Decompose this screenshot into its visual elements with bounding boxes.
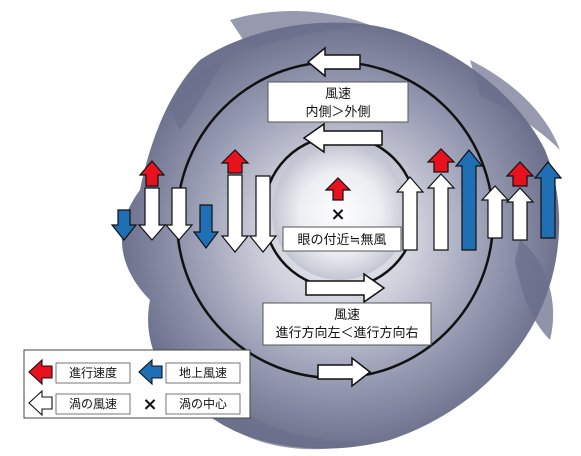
blue-arrow-icon bbox=[138, 358, 163, 386]
legend: 進行速度 地上風速 渦の風速 × 渦の中心 bbox=[23, 349, 251, 419]
white-arrow-left-4 bbox=[248, 175, 278, 253]
white-arrow-icon bbox=[28, 389, 53, 417]
red-arrow-left-2 bbox=[220, 149, 250, 174]
white-arrow-right-2 bbox=[426, 173, 456, 251]
blue-arrow-left-2 bbox=[192, 204, 220, 249]
vortex-arrow-top-outer bbox=[306, 46, 361, 78]
red-arrow-right-2 bbox=[505, 161, 535, 187]
svg-text:進行方向左＜進行方向右: 進行方向左＜進行方向右 bbox=[275, 325, 418, 341]
white-arrow-left-3 bbox=[220, 174, 250, 253]
white-arrow-right-1 bbox=[395, 176, 425, 251]
svg-text:風速: 風速 bbox=[325, 87, 351, 102]
svg-text:眼の付近≒無風: 眼の付近≒無風 bbox=[298, 233, 387, 248]
svg-text:渦の風速: 渦の風速 bbox=[69, 396, 117, 411]
red-arrow-icon bbox=[28, 358, 53, 386]
white-arrow-left-1 bbox=[137, 187, 167, 241]
blue-arrow-right-2 bbox=[533, 161, 563, 239]
label-box-eye: 眼の付近≒無風 bbox=[282, 226, 402, 252]
svg-text:渦の中心: 渦の中心 bbox=[179, 396, 227, 411]
x-mark-icon: × bbox=[330, 204, 345, 225]
label-box-outer-top: 風速 内側＞外側 bbox=[267, 81, 409, 123]
vortex-arrow-bottom-inner bbox=[305, 272, 386, 304]
white-arrow-right-4 bbox=[505, 187, 535, 241]
red-arrow-left-1 bbox=[138, 160, 166, 187]
blue-arrow-right-1 bbox=[454, 149, 484, 251]
vortex-arrow-top-inner bbox=[302, 122, 383, 154]
blue-arrow-left-1 bbox=[110, 209, 138, 241]
red-arrow-right-1 bbox=[426, 148, 456, 173]
red-arrow-center bbox=[324, 177, 352, 201]
svg-text:地上風速: 地上風速 bbox=[179, 366, 227, 380]
white-arrow-left-2 bbox=[164, 187, 194, 241]
svg-text:進行速度: 進行速度 bbox=[69, 365, 117, 380]
vortex-arrow-bottom-outer bbox=[317, 356, 372, 388]
svg-text:風速: 風速 bbox=[334, 308, 360, 323]
svg-text:内側＞外側: 内側＞外側 bbox=[305, 104, 370, 120]
label-box-bottom: 風速 進行方向左＜進行方向右 bbox=[262, 302, 432, 346]
x-mark-legend-icon: × bbox=[142, 394, 157, 415]
white-arrow-right-3 bbox=[480, 185, 510, 239]
